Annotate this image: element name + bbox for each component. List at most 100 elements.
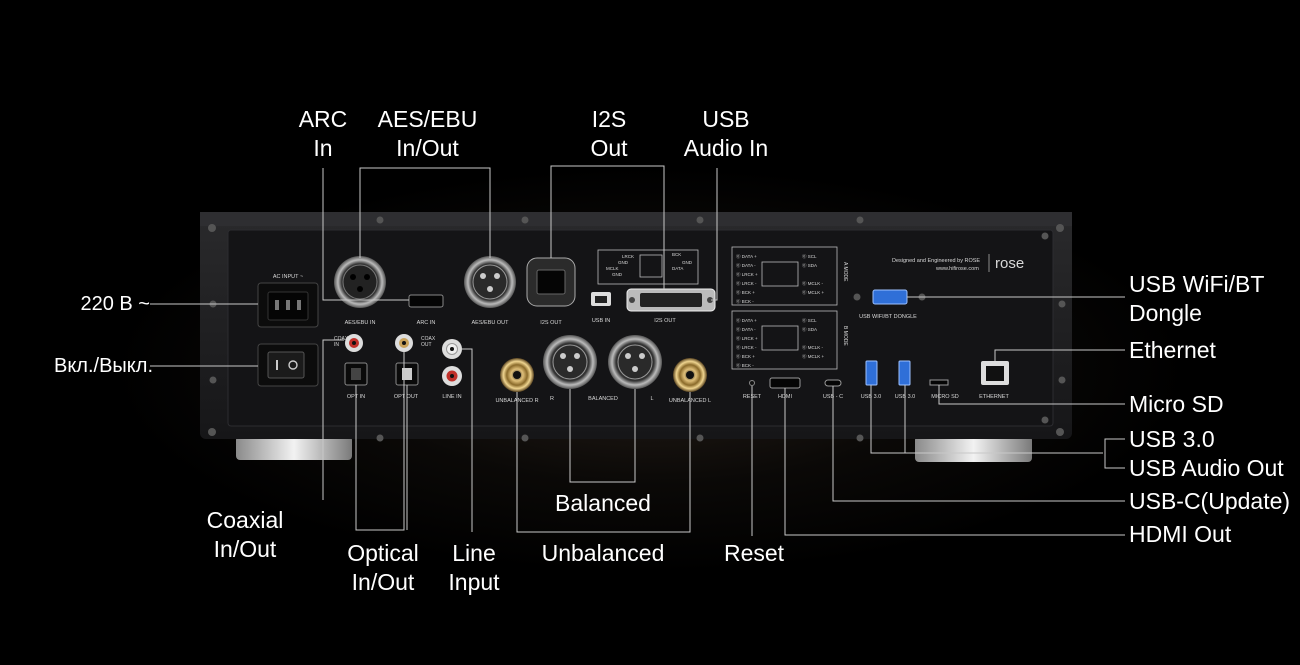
pin-label-right: ⓪ SDA bbox=[802, 326, 817, 333]
usb30-port-2 bbox=[898, 360, 911, 386]
i2s-pin-label: MCLK bbox=[606, 266, 619, 271]
pin-label-right: ⓪ MCLK - bbox=[802, 280, 824, 287]
power-switch bbox=[257, 343, 319, 387]
i2s-pin-label: DATA bbox=[672, 266, 683, 271]
aes-ebu-out-connector bbox=[464, 256, 516, 308]
i2s-pin-label: GND bbox=[612, 272, 623, 277]
panel-i2s-out: I2S OUT bbox=[540, 320, 562, 326]
i2s-pin-label: BCK bbox=[672, 252, 681, 257]
pin-label-right: ⓪ SCL bbox=[802, 253, 817, 260]
label-usb-audio-in: USB Audio In bbox=[683, 106, 769, 161]
pin-label-left: ⓪ LRCK - bbox=[736, 280, 757, 287]
label-power-switch: Вкл./Выкл. bbox=[53, 355, 153, 377]
usb30-port-1 bbox=[865, 360, 878, 386]
label-usb-c: USB-C(Update) bbox=[1129, 488, 1291, 514]
pin-label-left: ⓪ LRCK + bbox=[736, 335, 758, 342]
pin-label-left: ⓪ LRCK - bbox=[736, 344, 757, 351]
ac-input-socket bbox=[257, 282, 319, 328]
panel-designed-by: Designed and Engineered by ROSE bbox=[892, 258, 980, 264]
label-line-input: Line Input bbox=[448, 540, 500, 595]
i2s-out-rj45 bbox=[526, 257, 576, 307]
label-hdmi-out: HDMI Out bbox=[1129, 521, 1232, 547]
label-arc-in: ARC In bbox=[298, 106, 348, 161]
aes-ebu-in-connector bbox=[334, 256, 386, 308]
label-optical: Optical In/Out bbox=[347, 540, 419, 595]
label-usb-wifi-bt: USB WiFi/BT Dongle bbox=[1129, 271, 1265, 326]
i2s-pin-label: GND bbox=[618, 260, 629, 265]
pin-label-right: ⓪ SCL bbox=[802, 317, 817, 324]
i2s-dvi-port bbox=[626, 288, 716, 312]
reset-button bbox=[749, 380, 755, 386]
label-usb-30: USB 3.0 bbox=[1129, 426, 1215, 452]
panel-usb-in: USB IN bbox=[592, 318, 610, 324]
panel-ethernet: ETHERNET bbox=[979, 394, 1009, 400]
pin-label-left: ⓪ DATA + bbox=[736, 253, 757, 260]
unbalanced-l-jack bbox=[673, 358, 707, 392]
left-foot bbox=[236, 436, 352, 460]
pin-label-left: ⓪ BCK - bbox=[736, 298, 754, 305]
panel-a-mode: A MODE bbox=[842, 262, 848, 282]
rear-plate bbox=[227, 229, 1054, 427]
usb-c-port bbox=[824, 379, 842, 387]
pin-label-left: ⓪ BCK + bbox=[736, 353, 755, 360]
panel-opt-out: OPT OUT bbox=[394, 394, 419, 400]
coax-in-jack bbox=[345, 334, 363, 352]
b-mode-pinout bbox=[731, 310, 838, 370]
panel-balanced: BALANCED bbox=[588, 396, 618, 402]
label-220v: 220 В ~ bbox=[80, 293, 150, 315]
label-reset: Reset bbox=[723, 540, 785, 566]
balanced-l-xlr bbox=[608, 335, 662, 389]
panel-ac-input: AC INPUT ~ bbox=[273, 274, 303, 280]
coax-out-jack bbox=[395, 334, 413, 352]
pin-label-right: ⓪ MCLK + bbox=[802, 289, 825, 296]
panel-usb-wifi-bt: USB WIFI/BT DONGLE bbox=[859, 314, 917, 320]
label-coaxial: Coaxial In/Out bbox=[206, 507, 284, 562]
balanced-r-xlr bbox=[543, 335, 597, 389]
i2s-pin-label: GND bbox=[682, 260, 693, 265]
optical-out-port bbox=[395, 362, 419, 386]
panel-aes-ebu-in: AES/EBU IN bbox=[345, 320, 376, 326]
label-usb-audio-out: USB Audio Out bbox=[1129, 455, 1284, 481]
optical-in-port bbox=[344, 362, 368, 386]
panel-website: www.hifirose.com bbox=[935, 266, 979, 272]
panel-arc-in: ARC IN bbox=[417, 320, 436, 326]
arc-hdmi-port bbox=[408, 294, 444, 308]
pin-label-right: ⓪ MCLK + bbox=[802, 353, 825, 360]
screws bbox=[208, 216, 1066, 442]
label-aes-ebu: AES/EBU In/Out bbox=[377, 106, 478, 161]
right-foot bbox=[915, 436, 1032, 462]
label-micro-sd: Micro SD bbox=[1129, 391, 1224, 417]
label-unbalanced: Unbalanced bbox=[541, 540, 665, 566]
panel-line-in: LINE IN bbox=[442, 394, 461, 400]
pin-label-left: ⓪ BCK + bbox=[736, 289, 755, 296]
pinout-labels: ⓪ DATA + ⓪ DATA - ⓪ LRCK + ⓪ LRCK - ⓪ BCK + ⓪… bbox=[606, 252, 825, 369]
panel-brand: rose bbox=[995, 255, 1024, 272]
usb-in-port bbox=[591, 292, 611, 306]
line-in-jacks bbox=[442, 339, 462, 386]
panel-micro-sd: MICRO SD bbox=[931, 394, 959, 400]
i2s-pinout-diagram bbox=[597, 249, 699, 285]
panel-bal-r: R bbox=[550, 396, 554, 402]
unbalanced-r-jack bbox=[500, 358, 534, 392]
pin-label-left: ⓪ DATA + bbox=[736, 317, 757, 324]
panel-i2s-out-2: I2S OUT bbox=[654, 318, 676, 324]
label-ethernet: Ethernet bbox=[1129, 337, 1216, 363]
i2s-pin-label: LRCK bbox=[622, 254, 634, 259]
leader-lines bbox=[150, 165, 1125, 536]
panel-b-mode: B MODE bbox=[842, 326, 848, 346]
label-i2s-out: I2S Out bbox=[590, 106, 628, 161]
pin-label-left: ⓪ LRCK + bbox=[736, 271, 758, 278]
hdmi-out-port bbox=[769, 377, 801, 389]
micro-sd-slot bbox=[929, 379, 949, 386]
a-mode-pinout bbox=[731, 246, 838, 306]
pin-label-left: ⓪ DATA - bbox=[736, 262, 756, 269]
label-balanced: Balanced bbox=[555, 490, 651, 516]
ethernet-port bbox=[981, 361, 1009, 385]
pin-label-left: ⓪ BCK - bbox=[736, 362, 754, 369]
pin-label-right: ⓪ SDA bbox=[802, 262, 817, 269]
pin-label-right: ⓪ MCLK - bbox=[802, 344, 824, 351]
